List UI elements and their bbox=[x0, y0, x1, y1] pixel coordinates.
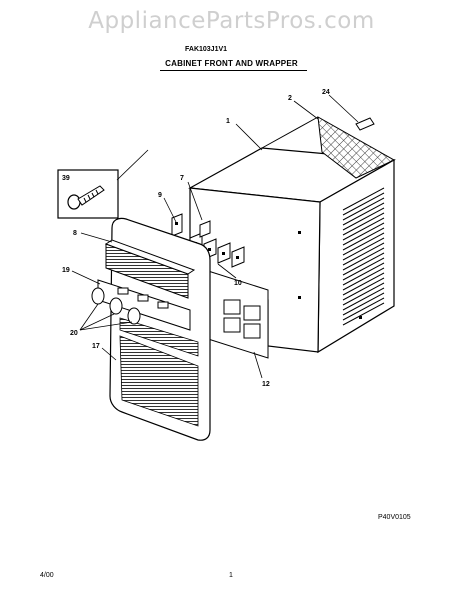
rear-mesh bbox=[261, 116, 396, 179]
diagram-code: P40V0105 bbox=[378, 514, 411, 521]
callout-8: 8 bbox=[73, 230, 77, 237]
page-number: 1 bbox=[229, 572, 233, 579]
callout-24: 24 bbox=[322, 89, 330, 96]
side-louvers bbox=[342, 187, 385, 326]
diagram-title: CABINET FRONT AND WRAPPER bbox=[165, 59, 298, 68]
callout-1: 1 bbox=[226, 118, 230, 125]
chassis-front-frame bbox=[204, 269, 269, 359]
callouts: 1 2 24 7 9 39 8 10 19 20 17 12 bbox=[62, 89, 330, 388]
callout-39: 39 bbox=[62, 175, 70, 182]
callout-20: 20 bbox=[70, 330, 78, 337]
callout-7: 7 bbox=[180, 175, 184, 182]
model-number: FAK103J1V1 bbox=[185, 46, 228, 53]
wrapper-screw-holes bbox=[298, 231, 362, 319]
control-knobs bbox=[91, 287, 141, 325]
title-underline bbox=[160, 70, 307, 71]
callout-12: 12 bbox=[262, 381, 270, 388]
callout-17: 17 bbox=[92, 343, 100, 350]
screw-inset bbox=[57, 169, 119, 219]
revision-date: 4/00 bbox=[40, 572, 54, 579]
small-label-part bbox=[355, 117, 375, 131]
callout-19: 19 bbox=[62, 267, 70, 274]
watermark: AppliancePartsPros.com bbox=[88, 8, 375, 34]
callout-2: 2 bbox=[288, 95, 292, 102]
callout-9: 9 bbox=[158, 192, 162, 199]
callout-10: 10 bbox=[234, 280, 242, 287]
leader-lines bbox=[71, 94, 359, 379]
